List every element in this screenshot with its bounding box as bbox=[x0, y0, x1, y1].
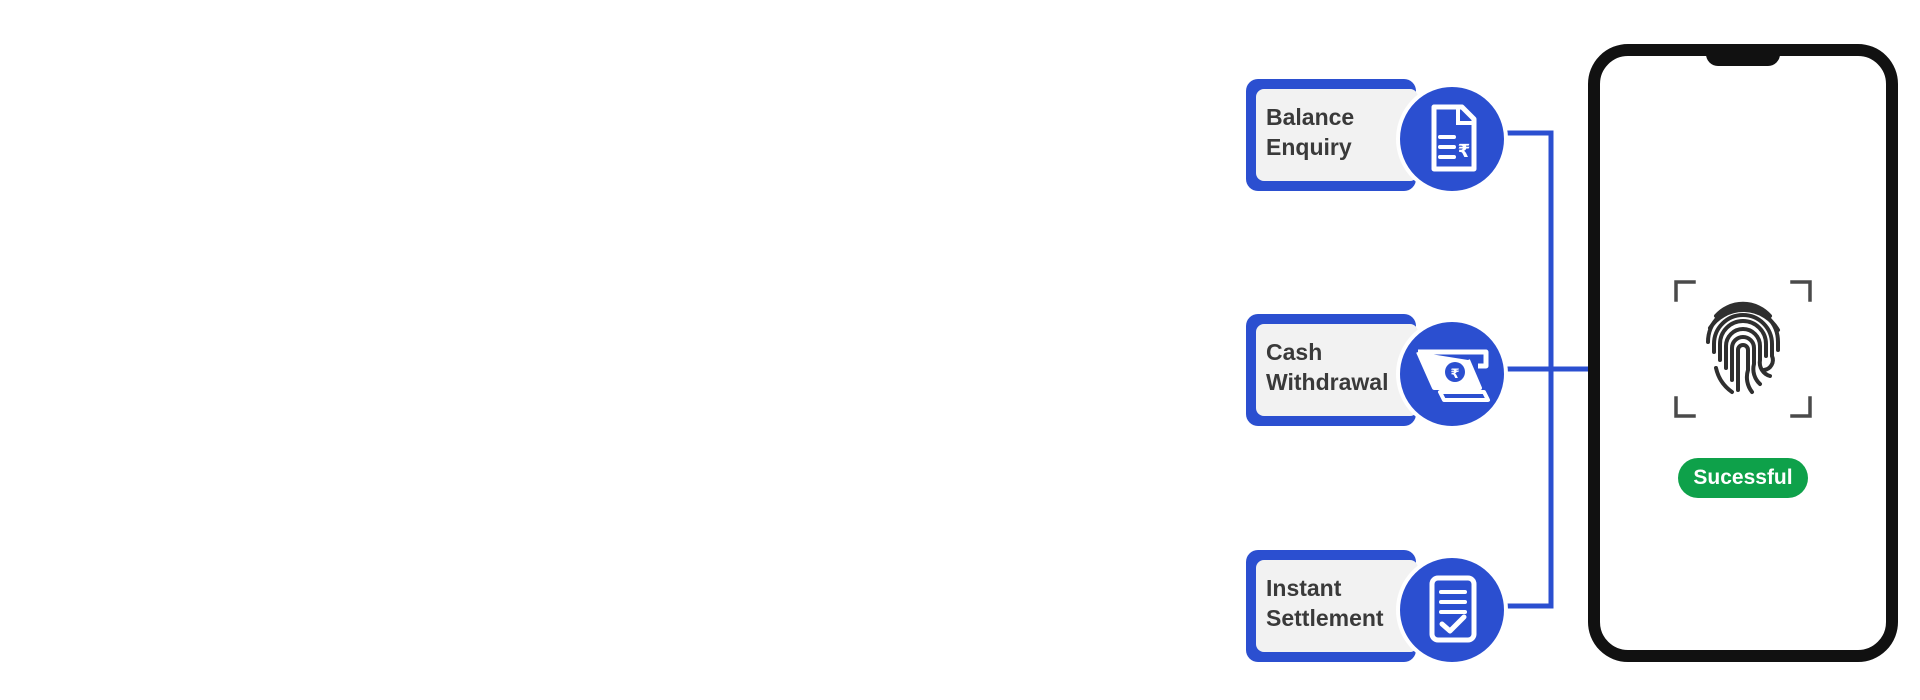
card-body bbox=[1256, 560, 1418, 652]
card-body bbox=[1256, 89, 1418, 181]
service-label-line2: Enquiry bbox=[1266, 134, 1352, 160]
status-badge-success: Sucessful bbox=[1678, 458, 1808, 498]
cash-dispense-icon: ₹ bbox=[1396, 318, 1508, 430]
service-label: Instant Settlement bbox=[1266, 573, 1426, 633]
service-label-line1: Cash bbox=[1266, 339, 1323, 365]
service-card-balance-enquiry[interactable]: Balance Enquiry ₹ bbox=[1246, 79, 1532, 195]
rupee-document-icon: ₹ bbox=[1396, 83, 1508, 195]
phone-frame bbox=[1588, 44, 1898, 662]
service-card-cash-withdrawal[interactable]: Cash Withdrawal ₹ bbox=[1246, 314, 1532, 430]
service-label-line2: Withdrawal bbox=[1266, 369, 1389, 395]
svg-text:₹: ₹ bbox=[1450, 367, 1459, 382]
service-label: Cash Withdrawal bbox=[1266, 337, 1426, 397]
service-card-instant-settlement[interactable]: Instant Settlement bbox=[1246, 550, 1532, 666]
checklist-clipboard-icon bbox=[1396, 554, 1508, 666]
phone-notch bbox=[1706, 44, 1780, 66]
svg-text:₹: ₹ bbox=[1458, 141, 1471, 162]
service-label-line2: Settlement bbox=[1266, 605, 1384, 631]
service-label: Balance Enquiry bbox=[1266, 102, 1426, 162]
service-label-line1: Balance bbox=[1266, 104, 1355, 130]
card-body bbox=[1256, 324, 1418, 416]
service-label-line1: Instant bbox=[1266, 575, 1342, 601]
fingerprint-icon bbox=[1674, 280, 1812, 418]
